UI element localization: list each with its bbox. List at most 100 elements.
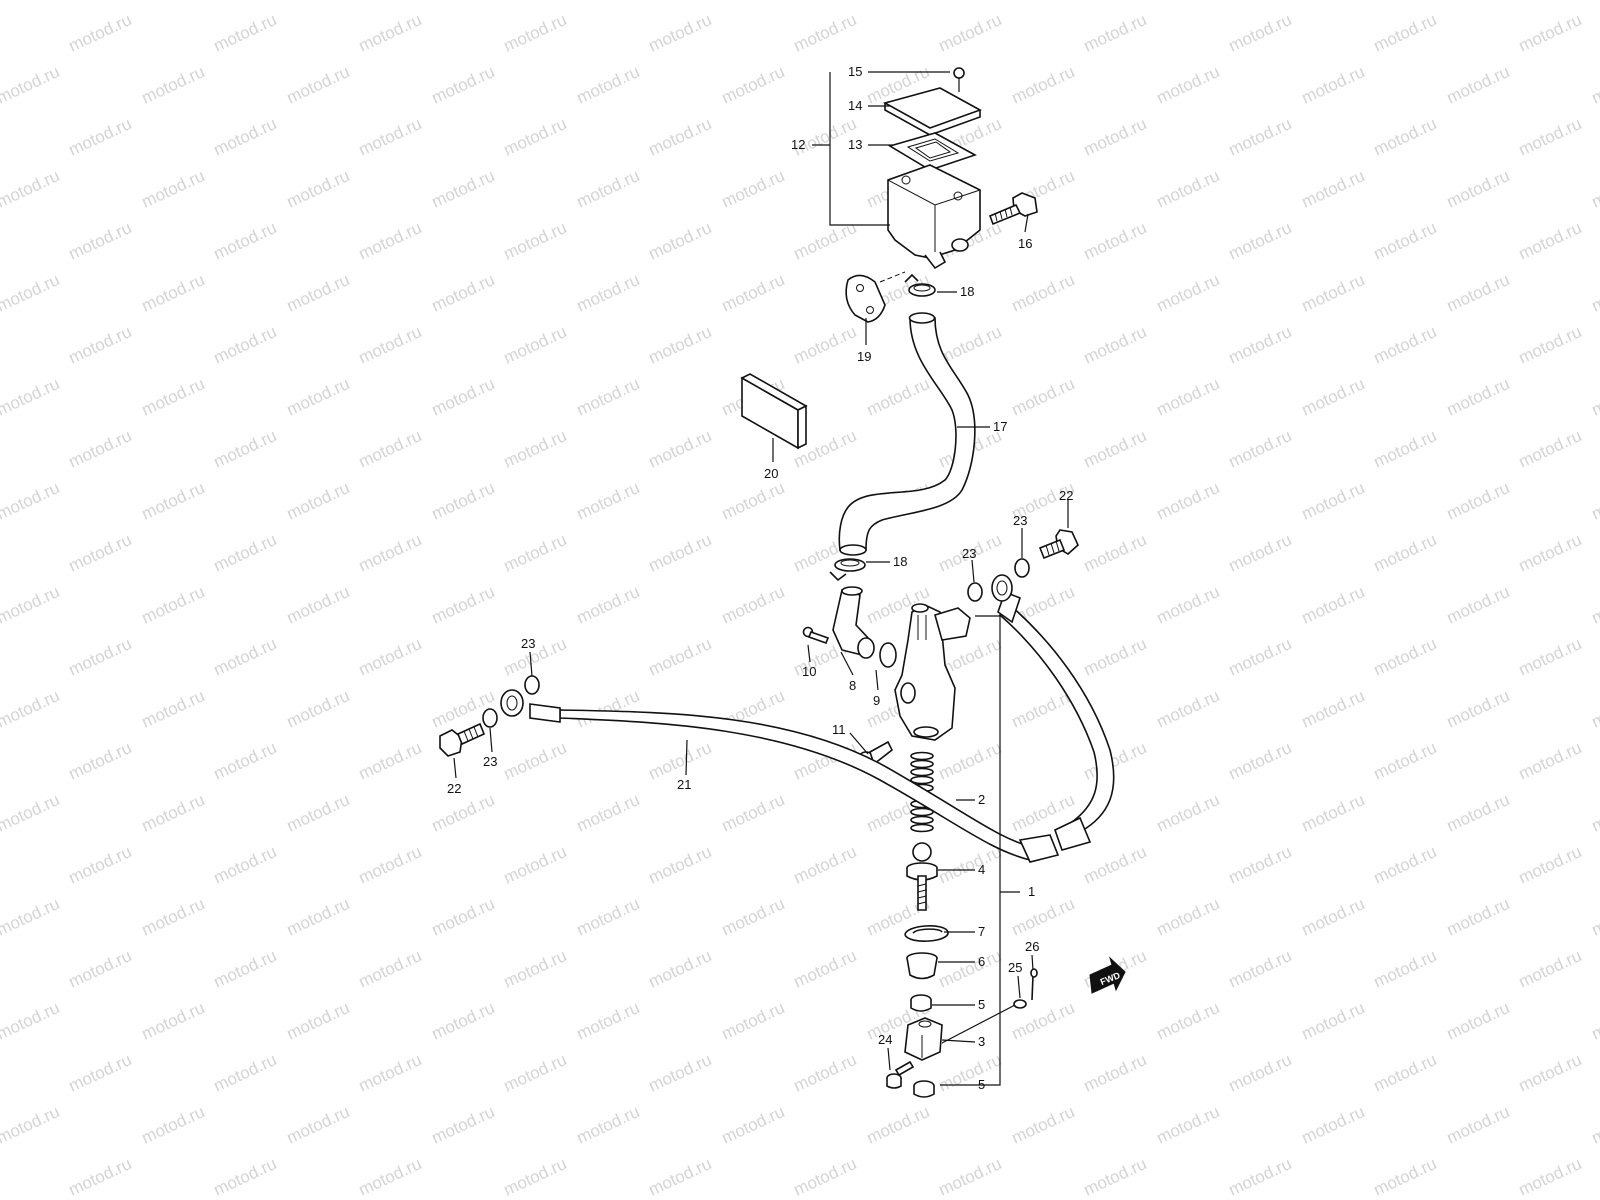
- watermark-text: motod.ru: [646, 426, 715, 472]
- watermark-text: motod.ru: [1226, 1154, 1295, 1200]
- watermark-text: motod.ru: [501, 1154, 570, 1200]
- leader-lines: [453, 71, 1069, 1086]
- watermark-text: motod.ru: [66, 426, 135, 472]
- o-ring-9: [879, 642, 897, 668]
- watermark-text: motod.ru: [1226, 1050, 1295, 1096]
- watermark-text: motod.ru: [1081, 322, 1150, 368]
- watermark-text: motod.ru: [1299, 894, 1368, 940]
- watermark-text: motod.ru: [719, 894, 788, 940]
- watermark-text: motod.ru: [1516, 426, 1585, 472]
- watermark-text: motod.ru: [1589, 582, 1600, 628]
- watermark-text: motod.ru: [1154, 998, 1223, 1044]
- watermark-text: motod.ru: [284, 1102, 353, 1148]
- watermark-text: motod.ru: [1371, 946, 1440, 992]
- callout-9: 9: [873, 693, 880, 708]
- watermark-text: motod.ru: [211, 946, 280, 992]
- watermark-text: motod.ru: [574, 582, 643, 628]
- watermark-text: motod.ru: [356, 530, 425, 576]
- banjo-bolt-22-right: [1038, 529, 1079, 560]
- watermark-text: motod.ru: [1589, 166, 1600, 212]
- watermark-text: motod.ru: [1444, 478, 1513, 524]
- watermark-text: motod.ru: [1226, 426, 1295, 472]
- master-cylinder-body: [894, 603, 971, 741]
- master-cylinder-reservoir: [887, 164, 981, 270]
- watermark-text: motod.ru: [1516, 946, 1585, 992]
- watermark-text: motod.ru: [1081, 1050, 1150, 1096]
- callout-18-lower: 18: [893, 554, 907, 569]
- watermark-text: motod.ru: [1371, 10, 1440, 56]
- watermark-text: motod.ru: [66, 218, 135, 264]
- washer-23-left-low: [482, 708, 498, 728]
- watermark-text: motod.ru: [1371, 322, 1440, 368]
- watermark-text: motod.ru: [791, 10, 860, 56]
- watermark-text: motod.ru: [284, 374, 353, 420]
- callout-3: 3: [978, 1034, 985, 1049]
- watermark-text: motod.ru: [284, 478, 353, 524]
- watermark-text: motod.ru: [356, 10, 425, 56]
- watermark-text: motod.ru: [1081, 218, 1150, 264]
- watermark-text: motod.ru: [1299, 62, 1368, 108]
- watermark-text: motod.ru: [574, 790, 643, 836]
- watermark-text: motod.ru: [1081, 1154, 1150, 1200]
- watermark-text: motod.ru: [501, 114, 570, 160]
- screw-10: [802, 626, 830, 645]
- elbow-fitting-8: [832, 586, 875, 659]
- watermark-text: motod.ru: [139, 270, 208, 316]
- watermark-text: motod.ru: [1444, 790, 1513, 836]
- watermark-text: motod.ru: [1371, 1050, 1440, 1096]
- washer-23-left-top: [524, 675, 540, 695]
- circlip-7: [904, 925, 949, 942]
- watermark-text: motod.ru: [1516, 114, 1585, 160]
- watermark-text: motod.ru: [211, 842, 280, 888]
- brake-hose-21: [500, 689, 1060, 863]
- watermark-text: motod.ru: [0, 582, 62, 628]
- watermark-text: motod.ru: [1226, 218, 1295, 264]
- watermark-text: motod.ru: [864, 0, 933, 4]
- watermark-text: motod.ru: [429, 62, 498, 108]
- watermark-text: motod.ru: [1371, 634, 1440, 680]
- callout-19: 19: [857, 349, 871, 364]
- watermark-text: motod.ru: [284, 0, 353, 4]
- watermark-text: motod.ru: [356, 634, 425, 680]
- callout-15: 15: [848, 64, 862, 79]
- watermark-text: motod.ru: [1154, 582, 1223, 628]
- watermark-text: motod.ru: [1589, 1102, 1600, 1148]
- watermark-text: motod.ru: [66, 842, 135, 888]
- watermark-text: motod.ru: [1081, 10, 1150, 56]
- callout-12: 12: [791, 137, 805, 152]
- watermark-text: motod.ru: [1589, 998, 1600, 1044]
- watermark-text: motod.ru: [1154, 270, 1223, 316]
- watermark-text: motod.ru: [936, 946, 1005, 992]
- watermark-text: motod.ru: [211, 10, 280, 56]
- watermark-text: motod.ru: [0, 270, 62, 316]
- watermark-text: motod.ru: [1516, 738, 1585, 784]
- label-card-20: [740, 373, 808, 450]
- watermark-text: motod.ru: [936, 738, 1005, 784]
- callout-4: 4: [978, 862, 985, 877]
- watermark-text: motod.ru: [1589, 686, 1600, 732]
- watermark-text: motod.ru: [356, 842, 425, 888]
- watermark-text: motod.ru: [1009, 1102, 1078, 1148]
- watermark-text: motod.ru: [1444, 998, 1513, 1044]
- watermark-text: motod.ru: [1154, 478, 1223, 524]
- watermark-text: motod.ru: [356, 1154, 425, 1200]
- spring-coil: [910, 767, 934, 777]
- watermark-text: motod.ru: [646, 946, 715, 992]
- watermark-text: motod.ru: [139, 1102, 208, 1148]
- watermark-text: motod.ru: [211, 218, 280, 264]
- watermark-text: motod.ru: [1154, 62, 1223, 108]
- watermark-text: motod.ru: [1299, 582, 1368, 628]
- screw-15: [953, 67, 965, 92]
- washer-23-right-top: [1014, 558, 1030, 578]
- watermark-text: motod.ru: [501, 738, 570, 784]
- callout-16: 16: [1018, 236, 1032, 251]
- watermark-text: motod.ru: [1154, 686, 1223, 732]
- watermark-text: motod.ru: [646, 1154, 715, 1200]
- watermark-text: motod.ru: [429, 998, 498, 1044]
- watermark-text: motod.ru: [791, 322, 860, 368]
- cotter-pin-26: [1030, 968, 1038, 1001]
- watermark-text: motod.ru: [1081, 114, 1150, 160]
- watermark-text: motod.ru: [1371, 426, 1440, 472]
- watermark-text: motod.ru: [1516, 842, 1585, 888]
- watermark-text: motod.ru: [1154, 374, 1223, 420]
